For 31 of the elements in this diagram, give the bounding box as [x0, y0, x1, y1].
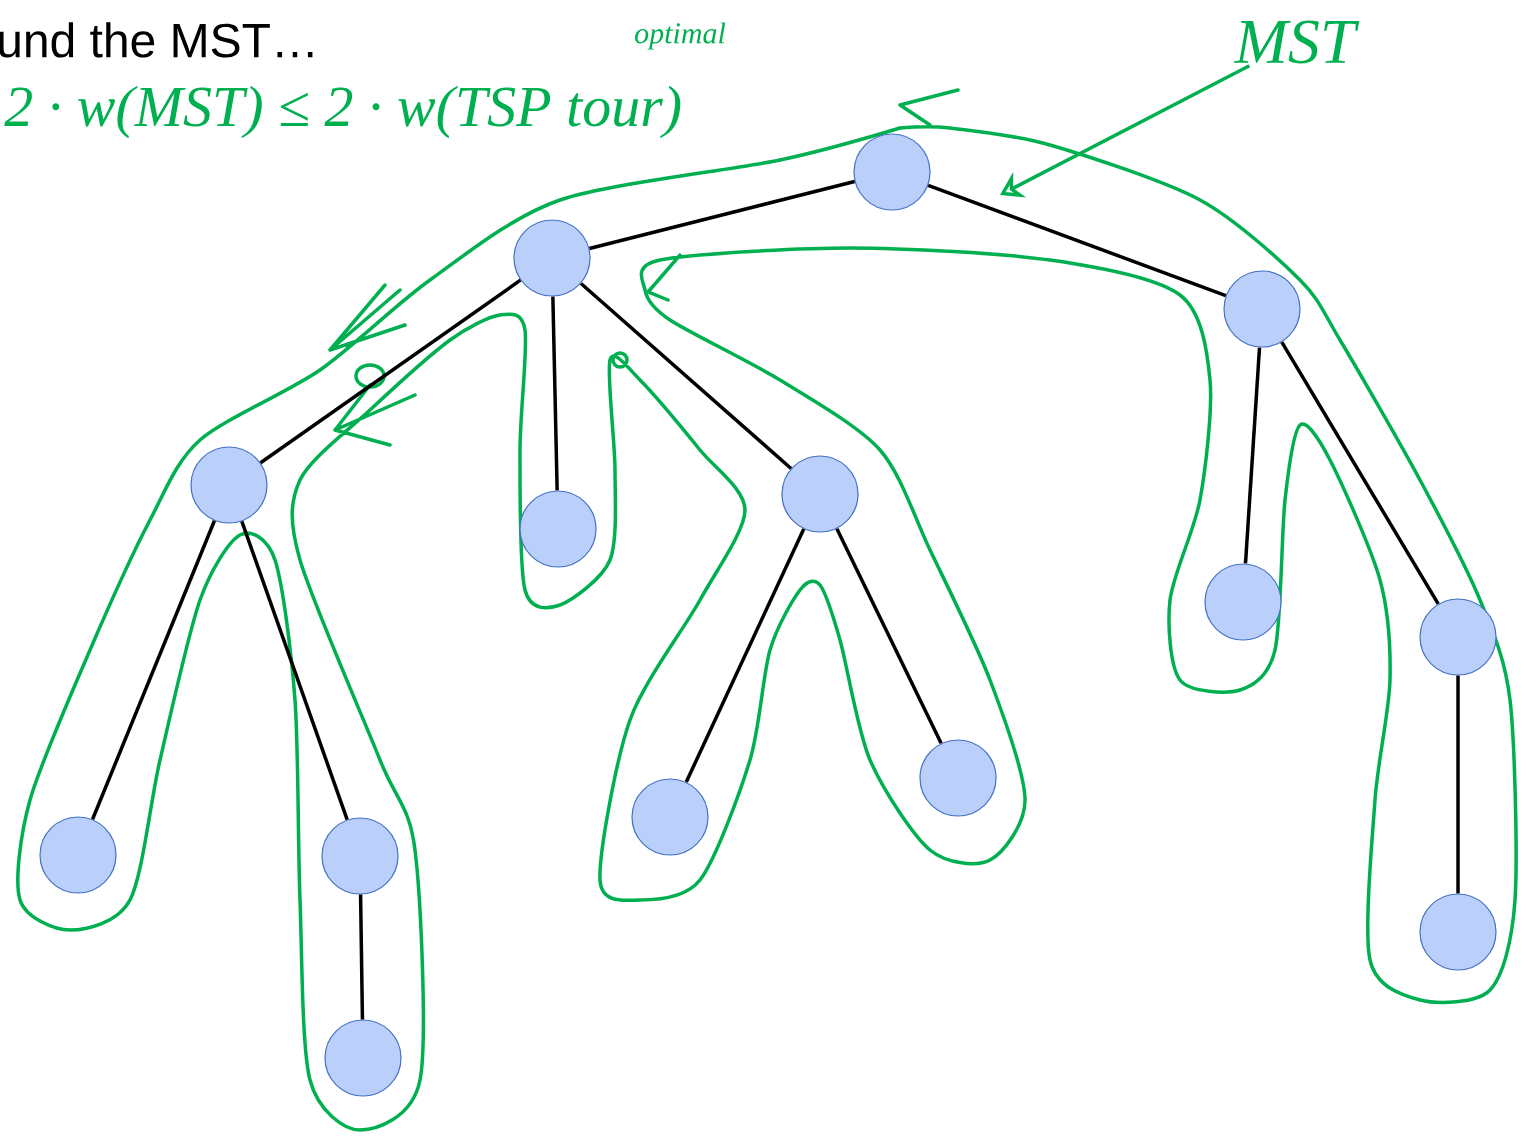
tree-node	[781, 455, 859, 533]
tree-edge	[240, 520, 349, 821]
handwritten-label: MST	[1233, 20, 1360, 64]
tree-node	[324, 1019, 402, 1097]
tree-edge	[579, 282, 793, 470]
annotation-text: optimal	[635, 22, 726, 50]
handwritten-formula: 2 · w(MST) ≤ 2 · w(TSP tour)	[4, 85, 681, 139]
tree-edge	[1243, 347, 1262, 564]
tree-node	[1419, 598, 1497, 676]
title: und the MST…	[0, 22, 313, 58]
tree-node	[513, 219, 591, 297]
tree-edge	[589, 179, 855, 251]
tree-node	[39, 816, 117, 894]
tree-edge	[927, 183, 1227, 298]
tree-edge	[551, 296, 559, 491]
tree-node	[321, 817, 399, 895]
tree-node	[190, 446, 268, 524]
tree-edge	[90, 520, 217, 820]
tree-edge	[1456, 675, 1460, 894]
tree-node	[919, 739, 997, 817]
tree-node	[1223, 270, 1301, 348]
tree-node	[1204, 563, 1282, 641]
tree-edge	[358, 894, 365, 1020]
tree-node	[853, 133, 931, 211]
tree-edge	[259, 278, 522, 465]
tree-node	[631, 778, 709, 856]
tree-edge	[684, 528, 806, 783]
tree-node	[1419, 893, 1497, 971]
tree-node	[519, 490, 597, 568]
tree-edge	[1280, 341, 1440, 605]
tree-edge	[835, 527, 943, 745]
